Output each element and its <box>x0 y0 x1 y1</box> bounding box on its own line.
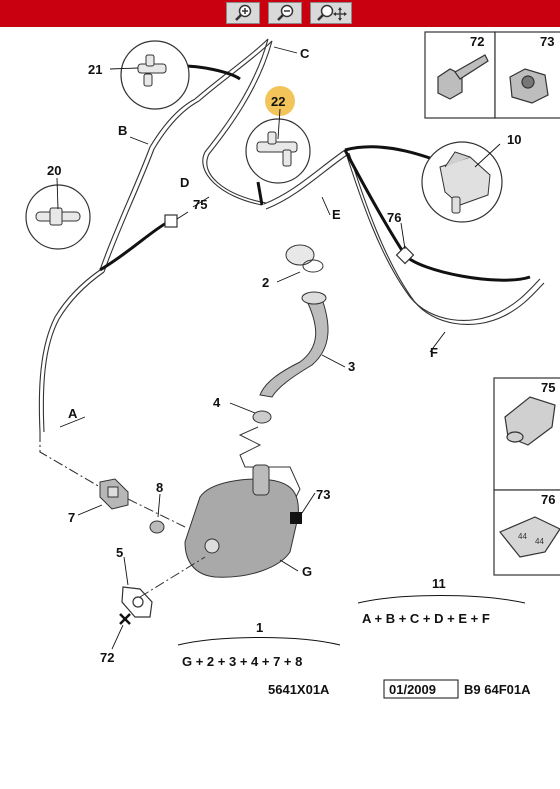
zoom-out-icon <box>277 4 294 21</box>
label-7: 7 <box>68 510 75 525</box>
bolt-72 <box>437 54 489 100</box>
zoom-pan-icon <box>317 4 347 21</box>
label-4: 4 <box>213 395 221 410</box>
label-g: G <box>302 564 312 579</box>
zoom-in-icon <box>235 4 252 21</box>
bracket-5 <box>121 586 153 618</box>
marker-76 <box>395 245 415 265</box>
box-72-73 <box>424 31 560 119</box>
label-75: 75 <box>193 197 207 212</box>
zoom-pan-button[interactable] <box>310 2 352 24</box>
svg-text:44: 44 <box>518 532 527 541</box>
marker-75 <box>164 214 178 228</box>
connector-20 <box>35 207 81 226</box>
formula-11: A + B + C + D + E + F <box>362 611 490 626</box>
highlight-22 <box>265 86 295 116</box>
pump-7 <box>99 478 129 510</box>
zoom-in-button[interactable] <box>226 2 260 24</box>
grommet-8 <box>149 520 165 534</box>
hose-d <box>202 38 269 206</box>
detail-21 <box>120 40 190 110</box>
fastener-x-72 <box>119 613 131 625</box>
label-8: 8 <box>156 480 163 495</box>
ref-suffix: B9 64F01A <box>464 682 531 697</box>
label-10: 10 <box>507 132 521 147</box>
brace-1 <box>177 637 341 646</box>
formula-1: G + 2 + 3 + 4 + 7 + 8 <box>182 654 302 669</box>
connector-22 <box>256 131 298 167</box>
brace-11 <box>357 595 526 604</box>
formula-1-number: 1 <box>256 620 263 635</box>
formula-11-number: 11 <box>432 576 446 591</box>
toolbar <box>0 0 560 27</box>
label-hose-c: C <box>300 46 310 61</box>
nut-73 <box>509 68 549 104</box>
ref-code: 5641X01A <box>268 682 330 697</box>
hose-f <box>344 149 541 321</box>
box-label-72: 72 <box>470 34 484 49</box>
hose-e <box>263 149 346 205</box>
box-label-75: 75 <box>541 380 555 395</box>
cap-2 <box>285 244 324 273</box>
label-2: 2 <box>262 275 269 290</box>
label-hose-b: B <box>118 123 127 138</box>
label-72-bottom: 72 <box>100 650 114 665</box>
label-22: 22 <box>271 94 285 109</box>
clip-10 <box>439 151 491 214</box>
box-label-73: 73 <box>540 34 554 49</box>
connector-21 <box>137 54 167 87</box>
ref-date-box <box>383 679 459 699</box>
parts-diagram: 44 44 21 C 22 B 20 10 D 75 E 76 2 F 3 4 <box>25 31 560 699</box>
hose-a <box>38 269 101 433</box>
ref-date: 01/2009 <box>389 682 436 697</box>
label-5: 5 <box>116 545 123 560</box>
hose-b <box>99 98 196 271</box>
label-hose-a: A <box>68 406 78 421</box>
label-20: 20 <box>47 163 61 178</box>
label-3: 3 <box>348 359 355 374</box>
marker-73 <box>290 512 302 524</box>
label-73: 73 <box>316 487 330 502</box>
label-76: 76 <box>387 210 401 225</box>
clip-75 <box>504 396 556 446</box>
filler-neck-3 <box>259 291 329 398</box>
box-75-76: 44 44 <box>493 377 560 576</box>
grommet-4 <box>252 410 272 424</box>
zoom-out-button[interactable] <box>268 2 302 24</box>
clip-76: 44 44 <box>499 516 560 558</box>
reservoir-g <box>184 464 299 578</box>
svg-text:44: 44 <box>535 537 544 546</box>
label-hose-d: D <box>180 175 189 190</box>
box-label-76: 76 <box>541 492 555 507</box>
hose-c <box>194 38 269 100</box>
label-hose-e: E <box>332 207 341 222</box>
connection-line <box>238 426 262 468</box>
label-hose-f: F <box>430 345 438 360</box>
label-21: 21 <box>88 62 102 77</box>
